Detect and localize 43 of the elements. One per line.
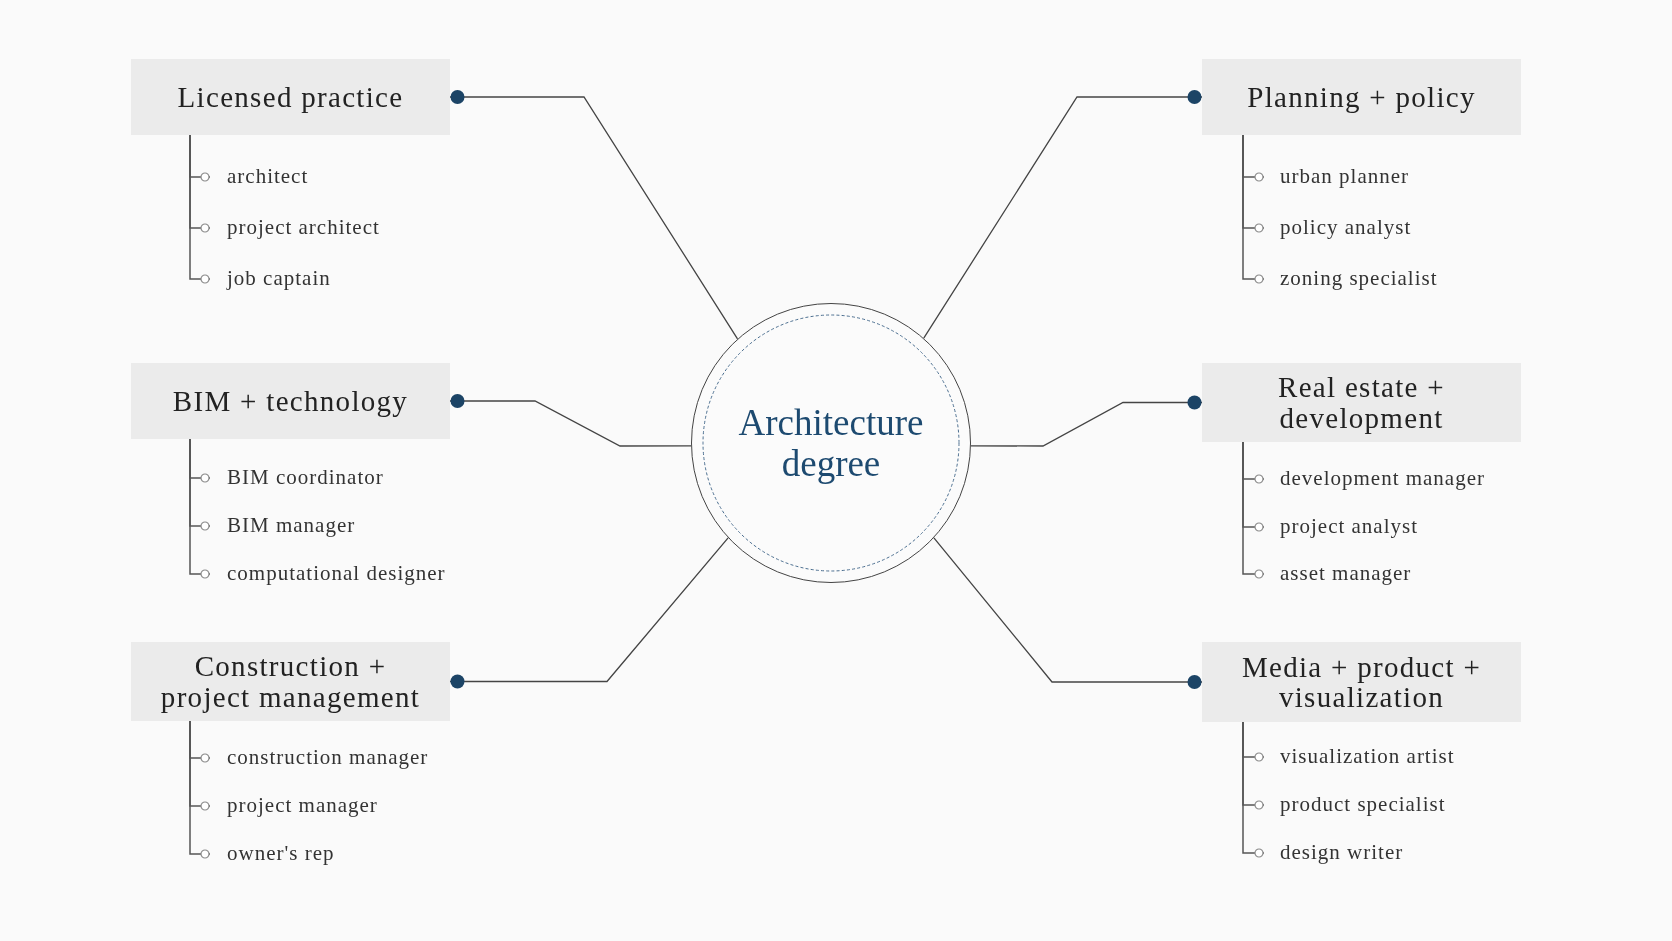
category-title: Construction + project management [159, 651, 422, 712]
category-title: Real estate + development [1277, 372, 1446, 433]
job-title: development manager [1280, 466, 1485, 492]
tree-branch-line [1242, 441, 1265, 579]
tree-branch-line [1242, 721, 1265, 858]
job-title: job captain [227, 266, 331, 292]
connector-line [970, 395, 1203, 447]
job-title: computational designer [227, 561, 446, 587]
job-title: design writer [1280, 840, 1404, 866]
category-box [1202, 363, 1521, 442]
tree-branch-line [189, 438, 211, 579]
job-title: construction manager [227, 745, 429, 771]
job-title: zoning specialist [1280, 266, 1438, 292]
category-title: Licensed practice [177, 81, 404, 113]
category-box [131, 642, 450, 721]
connector-line [933, 537, 1203, 689]
job-title: owner's rep [227, 841, 335, 867]
job-title: BIM manager [227, 513, 356, 539]
job-title: policy analyst [1280, 215, 1412, 241]
center-title: Architecture degree [737, 401, 925, 485]
connector-line [449, 537, 729, 689]
category-box [131, 363, 450, 439]
category-title: BIM + technology [172, 385, 409, 417]
job-title: project architect [227, 215, 380, 241]
job-title: product specialist [1280, 792, 1446, 818]
connector-line [923, 90, 1203, 339]
category-title: Planning + policy [1247, 81, 1476, 113]
tree-branch-line [189, 720, 211, 859]
category-title: Media + product + visualization [1240, 651, 1483, 713]
job-title: urban planner [1280, 164, 1410, 190]
job-title: project analyst [1280, 514, 1419, 540]
job-title: asset manager [1280, 561, 1412, 587]
job-title: visualization artist [1280, 744, 1455, 770]
job-title: architect [227, 164, 309, 190]
category-box [131, 59, 450, 135]
tree-branch-line [1242, 134, 1265, 284]
connector-line [449, 394, 692, 447]
connector-line [449, 90, 739, 340]
category-box [1202, 59, 1521, 135]
job-title: BIM coordinator [227, 465, 384, 491]
job-title: project manager [227, 793, 378, 819]
category-box [1202, 642, 1521, 722]
tree-branch-line [189, 134, 211, 284]
